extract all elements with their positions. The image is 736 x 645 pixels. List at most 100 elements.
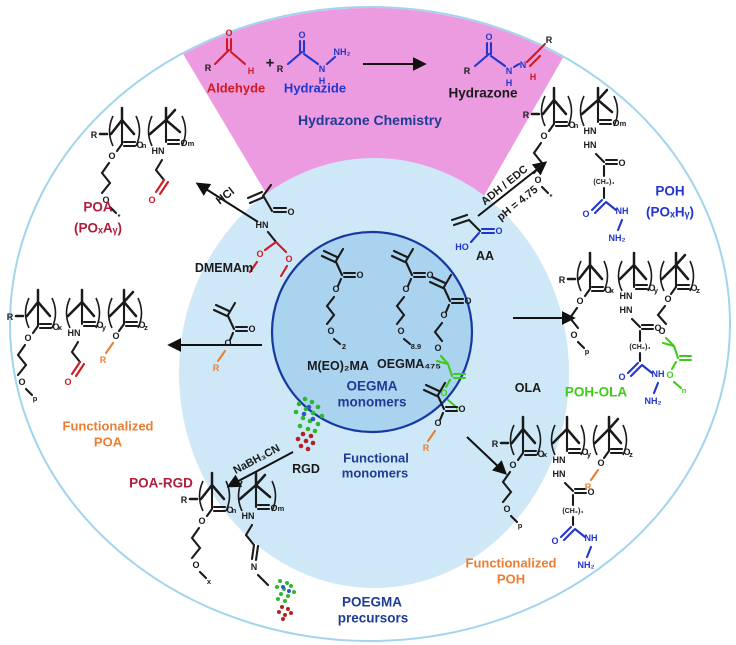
func-poh-label-line1: Functionalized [465,555,557,571]
shape [309,399,315,405]
shape [563,481,588,507]
poa-name: POA [83,199,113,215]
shape: R [213,363,220,373]
shape [617,260,623,292]
shape [592,424,598,456]
shape: (CH₂)₄ [593,179,614,186]
shape [576,340,586,350]
shape [669,263,691,296]
shape: O [534,175,541,185]
shape [596,98,613,126]
shape: O [148,195,155,205]
shape: O [426,270,433,280]
rgd-cluster-large [293,396,325,452]
shape [310,440,316,446]
functionalized-poa-structure: R x y z O O O p O HN O O O R [7,288,148,403]
oegma-monomers-circle [270,230,474,434]
shape [390,247,427,288]
shape: NH₂ [334,47,351,57]
shape: N [506,66,513,76]
shape: O [568,120,575,130]
oegma-monomers-line2: monomers [337,394,407,410]
shape [319,413,325,419]
shape [315,404,321,410]
shape [589,468,600,482]
shape: * [118,212,121,221]
shape [501,470,513,504]
shape [107,297,113,329]
shape [24,387,34,397]
shape [289,611,293,615]
shape: O [356,270,363,280]
functionalized-poh-structure: R x y z O O O p O HN HN O (CH₂)₄ O NH NH… [492,415,633,570]
shape: O [618,372,625,382]
shape [293,409,299,415]
shape [446,398,457,408]
shape: O [225,28,232,38]
shape: O [458,404,465,414]
shape: O [434,343,441,353]
shape: p [585,347,590,356]
shape: O [298,30,305,40]
shape: y [587,450,592,459]
shape [205,483,227,518]
shape [276,597,280,601]
shape: R [205,63,212,73]
shape [647,260,653,292]
shape [287,589,291,593]
shape [559,525,587,542]
hcl-arrow [195,182,259,223]
shape: R [181,495,188,505]
hydrazide-structure: R O N H NH₂ [277,30,351,86]
shape: NH [616,206,629,216]
shape: m [188,139,195,148]
shape [540,95,546,127]
shape [198,480,204,512]
aldehyde-structure: R O H [205,28,255,76]
shape [244,523,260,562]
shape [154,178,170,196]
shape: p [33,394,38,403]
shape: x [207,577,212,586]
shape: O [666,370,673,380]
shape: R [492,439,499,449]
shape: O [332,284,339,294]
shape: O [24,333,31,343]
shape: O [138,320,145,330]
shape [310,410,316,416]
shape [305,426,311,432]
shape: O [270,503,277,513]
poa-formula: (POₓAᵧ) [73,220,123,236]
shape: O [551,536,558,546]
poh-ola-label: POH-OLA [564,384,628,400]
shape: O [664,294,671,304]
shape [213,37,247,66]
shape [661,336,693,371]
shape [540,185,550,195]
shape: n [232,506,237,515]
shape [525,42,547,68]
shape [422,381,459,422]
reaction-arrows [167,57,576,488]
shape [31,300,53,335]
shape [248,240,289,278]
shape: O [495,226,502,236]
shape [297,423,303,429]
shape [225,480,231,512]
shape [568,306,580,330]
shape [237,480,243,512]
shape [579,95,585,127]
shape: O [618,158,625,168]
shape [603,260,609,292]
shape [164,118,181,146]
shape [283,599,287,603]
shape: NH₂ [609,233,626,243]
shape: HN [584,140,597,150]
shape: z [629,450,633,459]
dmemam-structure: O HN O O [246,183,295,278]
shape [181,115,187,147]
shape [632,263,649,291]
shape: HO [455,242,469,252]
plus-sign: + [265,54,275,72]
